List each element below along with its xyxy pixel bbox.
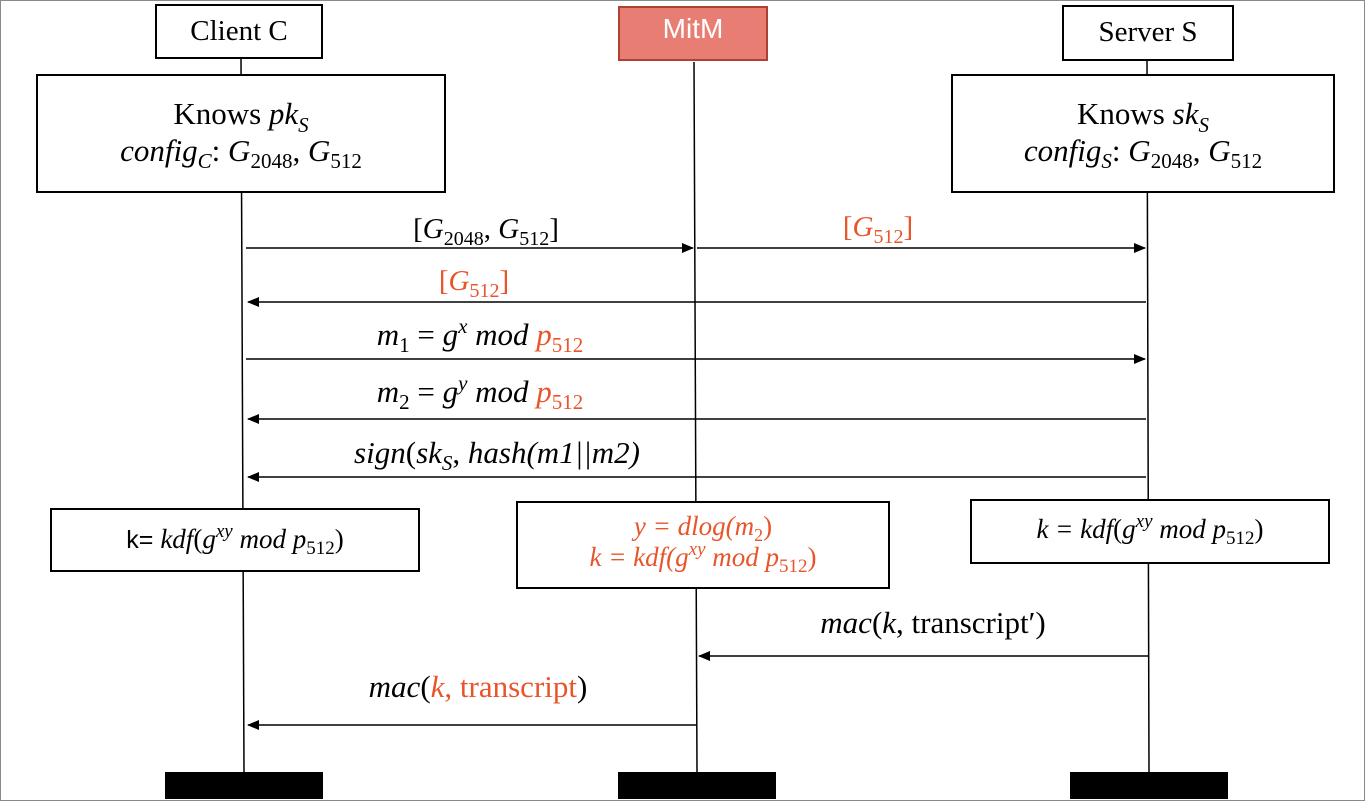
svg-text:k = kdf(gxy mod p512): k = kdf(gxy mod p512) <box>589 539 816 577</box>
client-key-box: k= kdf(gxy mod p512) <box>50 508 420 572</box>
svg-text:Knows pkS: Knows pkS <box>173 96 309 137</box>
svg-text:Knows skS: Knows skS <box>1077 96 1209 137</box>
client-participant: Client C <box>155 4 323 59</box>
msg-server-group-label: [G512] <box>439 265 509 302</box>
client-label: Client C <box>190 15 287 47</box>
server-key-box: k = kdf(gxy mod p512) <box>970 499 1330 564</box>
svg-text:configS: G2048, G512: configS: G2048, G512 <box>1024 133 1262 173</box>
client-lifeline-end <box>165 772 323 799</box>
msg-m1-label: m1 = gx mod p512 <box>377 314 584 357</box>
svg-text:y = dlog(m2): y = dlog(m2) <box>631 511 772 545</box>
mitm-label: MitM <box>663 13 724 44</box>
msg-signature-label: sign(skS, hash(m1||m2) <box>354 435 640 475</box>
svg-text:configC: G2048, G512: configC: G2048, G512 <box>120 133 362 173</box>
mitm-box <box>618 6 768 61</box>
mitm-key-box: y = dlog(m2) k = kdf(gxy mod p512) <box>516 501 890 589</box>
server-label: Server S <box>1098 16 1197 48</box>
msg-mitm-group-label: [G512] <box>843 211 913 248</box>
mitm-lifeline <box>693 61 698 773</box>
msg-m2-label: m2 = gy mod p512 <box>377 371 584 414</box>
server-knowledge-box: Knows skS configS: G2048, G512 <box>951 74 1335 193</box>
msg-mitm-mac-label: mac(k, transcript) <box>369 669 588 704</box>
svg-text:k = kdf(gxy mod p512): k = kdf(gxy mod p512) <box>1036 511 1263 549</box>
msg-client-groups-label: [G2048, G512] <box>413 213 559 250</box>
server-lifeline-end <box>1070 772 1228 799</box>
server-participant: Server S <box>1062 5 1234 61</box>
client-knowledge-box: Knows pkS configC: G2048, G512 <box>36 74 446 193</box>
svg-text:k= kdf(gxy mod p512): k= kdf(gxy mod p512) <box>126 521 343 559</box>
msg-server-mac-label: mac(k, transcript′) <box>820 605 1045 640</box>
mitm-lifeline-end <box>618 772 776 799</box>
mitm-participant: MitM <box>618 6 768 61</box>
